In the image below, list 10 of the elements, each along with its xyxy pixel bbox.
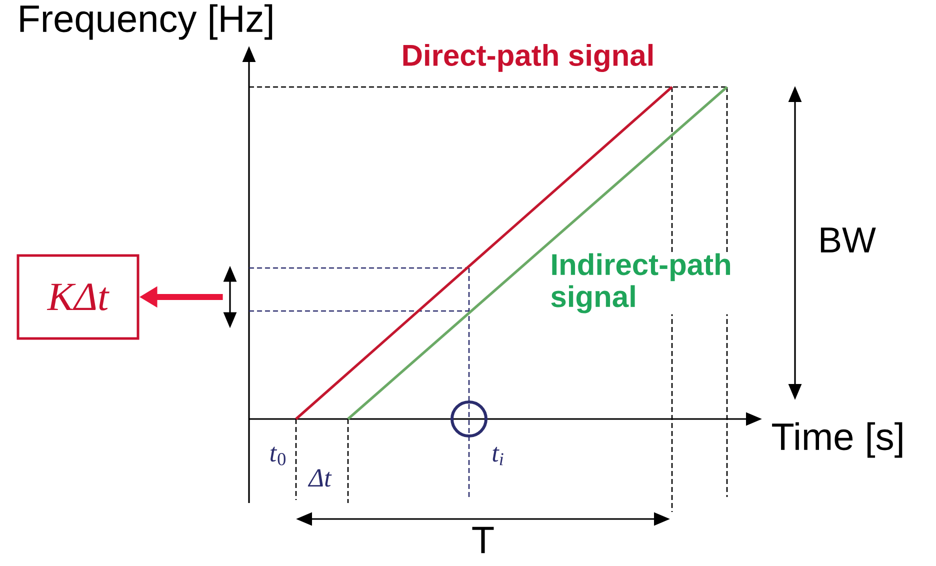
dimension-label: BW (820, 228, 876, 252)
result-box: KΔt (16, 254, 140, 340)
interval-label: Δt (308, 469, 332, 487)
dimension-label: T (472, 526, 494, 554)
line-label: Direct-path signal (403, 44, 653, 72)
line-label: Indirect-path signal (549, 252, 752, 314)
time-label: t$_{0}$ (270, 446, 286, 466)
axis-title: Frequency [Hz] (20, 4, 272, 40)
axis-title: Time [s] (772, 422, 902, 458)
time-label: t$_{i}$ (492, 446, 504, 466)
